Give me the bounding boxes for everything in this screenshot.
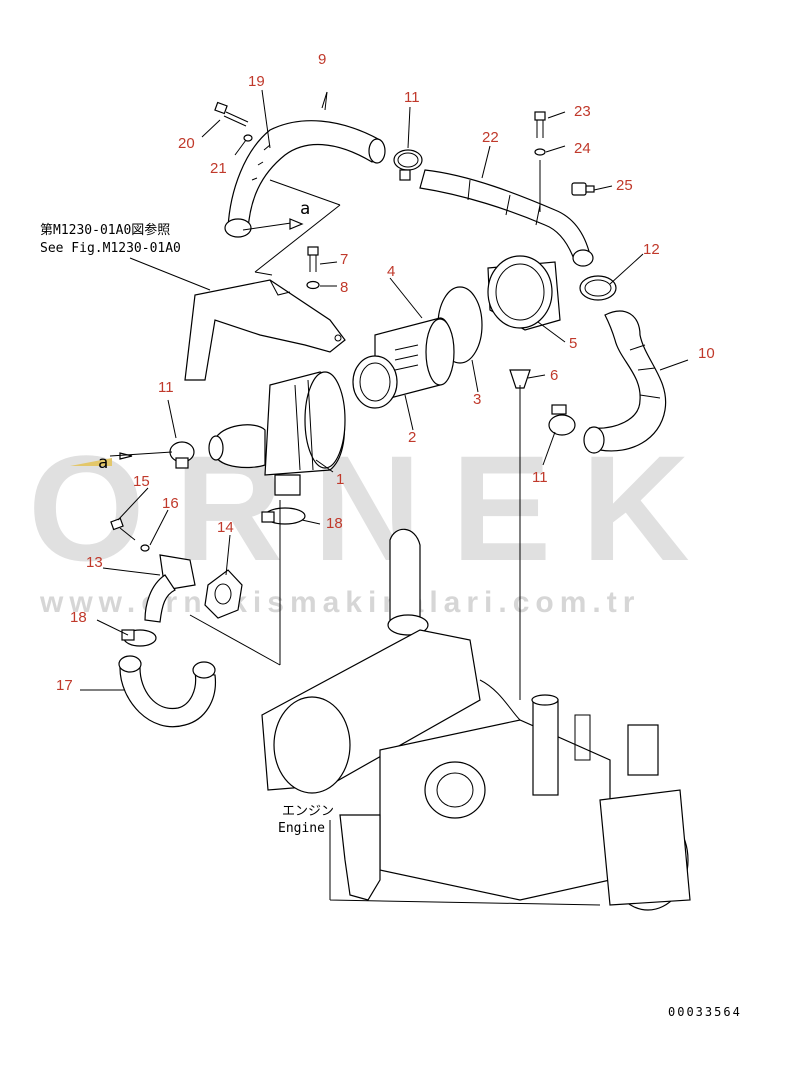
callout-2: 2 [408, 429, 416, 446]
air-cleaner-body-1 [208, 371, 346, 496]
callout-21: 21 [210, 160, 227, 177]
callout-22: 22 [482, 129, 499, 146]
callout-11-top: 11 [404, 89, 420, 106]
watermark-logo: ORNEK [28, 424, 720, 592]
clamp-11-top [393, 149, 423, 181]
callout-9: 9 [318, 51, 326, 68]
clamp-18-center [261, 507, 306, 525]
callout-11-left: 11 [158, 379, 174, 396]
callout-6: 6 [550, 367, 558, 384]
air-cleaner-cap-5 [487, 255, 561, 331]
bolt-23 [534, 111, 546, 138]
callout-labels: 9 19 20 21 11 22 23 24 25 12 7 8 4 10 5 … [56, 51, 715, 694]
callout-13: 13 [86, 554, 103, 571]
fitting-25 [571, 182, 595, 196]
clamp-18-left [121, 629, 157, 647]
callout-19: 19 [248, 73, 265, 90]
hose-22 [419, 169, 594, 267]
callout-1: 1 [336, 471, 344, 488]
evacuator-valve-6 [509, 369, 531, 389]
gasket-14 [204, 569, 243, 619]
outer-element-2 [352, 355, 398, 409]
callout-14: 14 [217, 519, 234, 536]
callout-11-right: 11 [532, 469, 548, 486]
watermark-url: www.ornekismakinalari.com.tr [39, 586, 640, 619]
bolt-7 [307, 246, 319, 272]
mounting-bracket [184, 279, 346, 381]
callout-3: 3 [473, 391, 481, 408]
callout-18-center: 18 [326, 515, 343, 532]
arrow-view-a-top [289, 218, 304, 230]
hose-10 [583, 310, 667, 454]
clamp-11-right [548, 404, 576, 436]
callout-16: 16 [162, 495, 179, 512]
washer-24 [534, 148, 546, 156]
callout-4: 4 [387, 263, 395, 280]
callout-17: 17 [56, 677, 73, 694]
washer-16 [140, 544, 150, 552]
callout-18-left: 18 [70, 609, 87, 626]
callout-10: 10 [698, 345, 715, 362]
callout-8: 8 [340, 279, 348, 296]
callout-7: 7 [340, 251, 348, 268]
view-marker-a-top: a [300, 199, 310, 219]
reference-note-jp: 第M1230-01A0図参照 [40, 222, 170, 238]
washer-8 [306, 280, 320, 290]
engine-label-en: Engine [278, 821, 325, 836]
drawing-number: 00033564 [668, 1005, 742, 1019]
engine-assembly [261, 528, 691, 911]
elbow-13 [144, 554, 196, 623]
marker-accent [70, 458, 112, 466]
bolt-15 [110, 517, 136, 541]
view-marker-a-left: a [98, 453, 108, 473]
leader-lines [80, 89, 689, 700]
engine-label-jp: エンジン [282, 804, 334, 819]
reference-note-en: See Fig.M1230-01A0 [40, 241, 181, 256]
callout-15: 15 [133, 473, 150, 490]
hose-9 [224, 120, 386, 238]
callout-5: 5 [569, 335, 577, 352]
bolt-20 [214, 101, 249, 127]
callout-25: 25 [616, 177, 633, 194]
washer-21 [243, 134, 253, 142]
callout-20: 20 [178, 135, 195, 152]
callout-23: 23 [574, 103, 591, 120]
callout-24: 24 [574, 140, 591, 157]
hose-17 [118, 655, 217, 728]
clamp-12 [579, 275, 617, 301]
callout-12: 12 [643, 241, 660, 258]
